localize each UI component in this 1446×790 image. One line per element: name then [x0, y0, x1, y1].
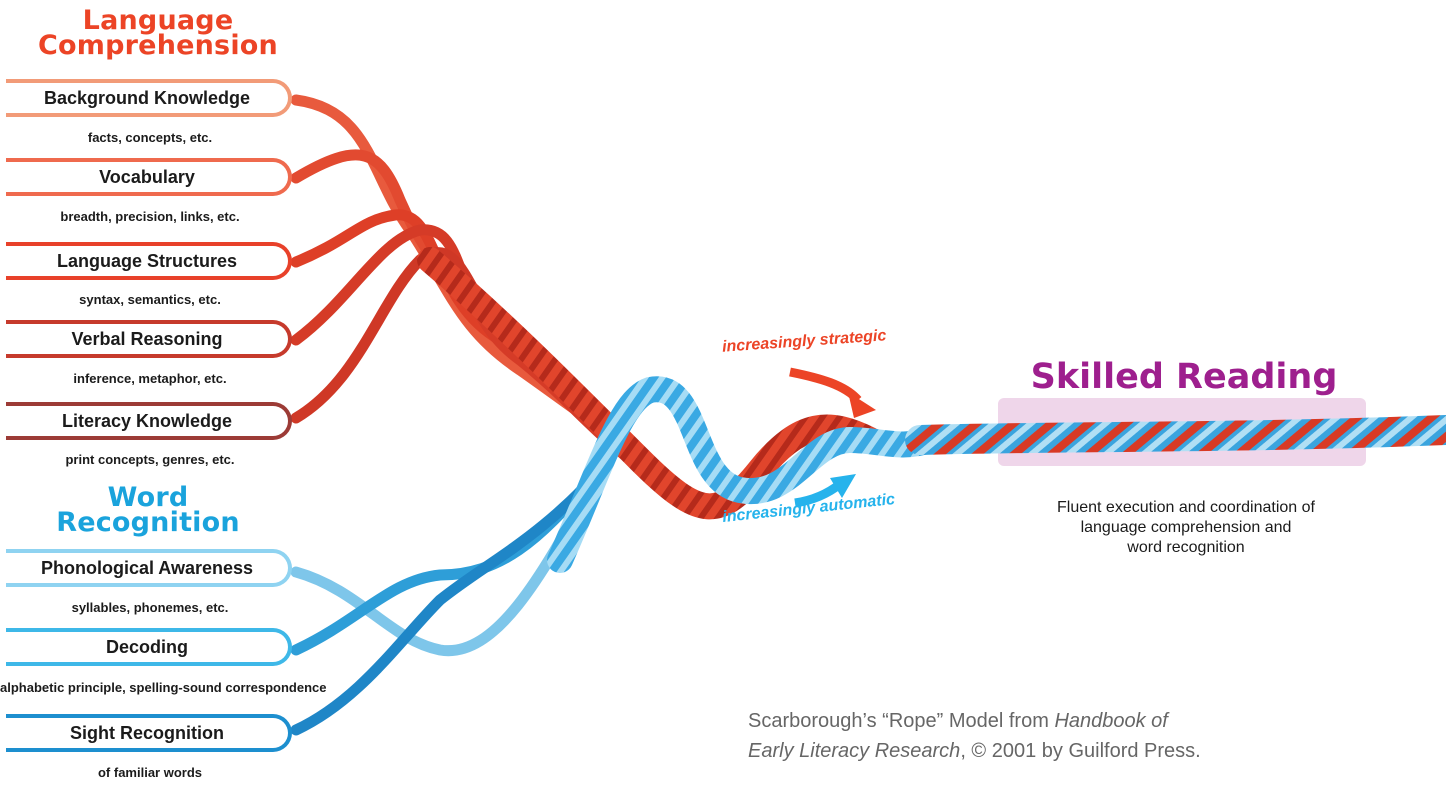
credit-line2-suffix: , © 2001 by Guilford Press. [960, 740, 1201, 762]
strand-sub-literacy-knowledge: print concepts, genres, etc. [65, 452, 235, 467]
credit-line1: Scarborough’s “Rope” Model from Handbook… [748, 706, 1368, 736]
strand-sub-sight-recognition: of familiar words [97, 765, 203, 780]
credit-line1-prefix: Scarborough’s “Rope” Model from [748, 710, 1055, 732]
strand-background-knowledge: Background Knowledge [6, 79, 292, 117]
combined-rope [905, 415, 1446, 455]
word-recognition-title-line1: Word [107, 482, 189, 513]
strand-sub-verbal-reasoning: inference, metaphor, etc. [73, 371, 227, 386]
skilled-reading-description: Fluent execution and coordination of lan… [1000, 498, 1372, 558]
strand-sub-decoding: alphabetic principle, spelling-sound cor… [0, 680, 327, 695]
skilled-reading-description-line1: Fluent execution and coordination of [1057, 499, 1315, 516]
skilled-reading-description-line3: word recognition [1127, 539, 1245, 556]
strand-label: Phonological Awareness [40, 557, 254, 578]
strand-vocabulary: Vocabulary [6, 158, 292, 196]
blue-braid [547, 376, 943, 573]
strategic-arrow-shaft [789, 367, 862, 404]
language-comprehension-title: Language Comprehension [38, 5, 278, 61]
strand-label: Sight Recognition [70, 722, 224, 743]
automatic-arrow-head [830, 474, 856, 498]
strand-label: Decoding [105, 636, 188, 657]
strand-label: Vocabulary [99, 166, 195, 187]
strand-label: Background Knowledge [43, 87, 250, 108]
red-braid [417, 247, 883, 520]
language-comprehension-title-line2: Comprehension [38, 30, 278, 61]
strand-sight-recognition: Sight Recognition [6, 714, 292, 752]
strand-label: Literacy Knowledge [61, 410, 233, 431]
strand-sub-background-knowledge: facts, concepts, etc. [87, 130, 213, 145]
strand-label: Language Structures [56, 250, 238, 271]
skilled-reading-description-line2: language comprehension and [1080, 519, 1292, 536]
credit-text: Scarborough’s “Rope” Model from Handbook… [748, 706, 1368, 766]
strand-phonological-awareness: Phonological Awareness [6, 549, 292, 587]
strategic-arrow-head [848, 392, 876, 418]
strand-sub-phonological-awareness: syllables, phonemes, etc. [71, 600, 229, 615]
strand-verbal-reasoning: Verbal Reasoning [6, 320, 292, 358]
strand-label: Verbal Reasoning [71, 328, 223, 349]
language-comprehension-title-line1: Language [82, 5, 234, 36]
skilled-reading-title: Skilled Reading [1030, 357, 1338, 397]
strand-sub-language-structures: syntax, semantics, etc. [79, 292, 221, 307]
strand-language-structures: Language Structures [6, 242, 292, 280]
credit-line2: Early Literacy Research, © 2001 by Guilf… [748, 736, 1368, 766]
credit-line2-italic: Early Literacy Research [748, 740, 961, 762]
credit-line1-italic: Handbook of [1054, 710, 1168, 732]
word-recognition-title-line2: Recognition [56, 507, 240, 538]
strand-decoding: Decoding [6, 628, 292, 666]
strand-literacy-knowledge: Literacy Knowledge [6, 402, 292, 440]
word-recognition-title: Word Recognition [28, 482, 268, 538]
strand-sub-vocabulary: breadth, precision, links, etc. [60, 209, 240, 224]
